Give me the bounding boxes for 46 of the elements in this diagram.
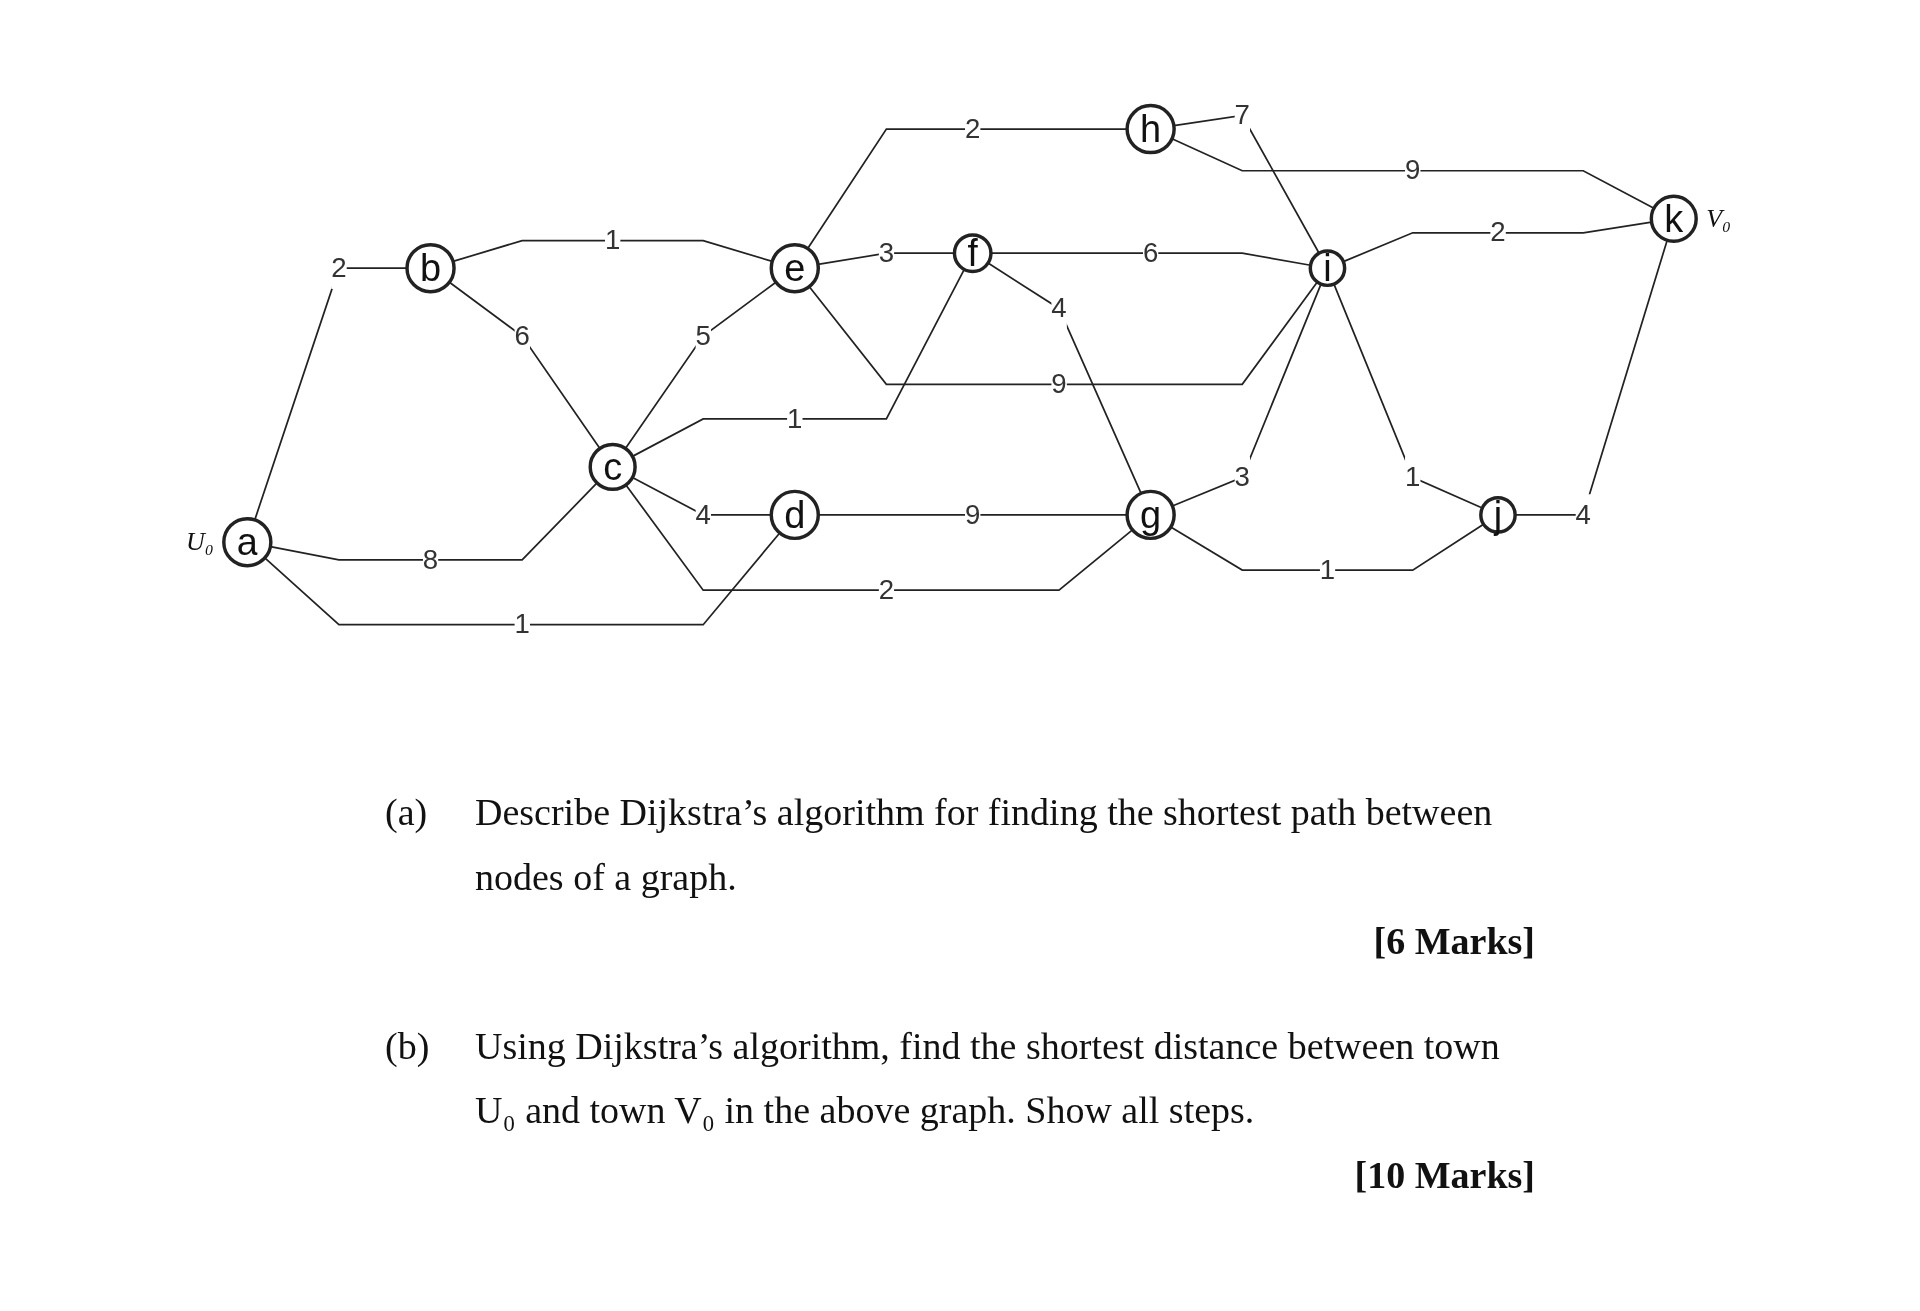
edge-label: 4 xyxy=(1575,499,1591,529)
edge-label: 9 xyxy=(1405,155,1421,185)
edge-label: 6 xyxy=(1142,237,1159,267)
connector xyxy=(1514,239,1669,516)
edge-label: 2 xyxy=(1490,217,1506,247)
question-text: Describe Dijkstra’s algorithm for finding the shortest path between nodes of a graph. xyxy=(475,791,1493,898)
node-circle: f xyxy=(952,233,993,274)
node-circle: a xyxy=(222,516,273,568)
question-text: Using Dijkstra’s algorithm, find the shortest distance between town U₀ and town V₀ in the above graph. Show all steps. xyxy=(475,1024,1500,1132)
edge-label: 1 xyxy=(604,224,621,255)
node-circle: h xyxy=(1125,103,1176,155)
edge-label: 2 xyxy=(878,574,895,604)
connector xyxy=(808,281,1319,386)
node-circle: b xyxy=(405,242,456,294)
edge-label: 1 xyxy=(1405,461,1421,491)
edge-label: 2 xyxy=(965,113,981,143)
edge-label: 9 xyxy=(965,499,981,529)
edge-label: 5 xyxy=(695,320,711,350)
question-number: (b) xyxy=(385,1023,431,1069)
edge-label: 3 xyxy=(878,237,895,267)
edge-label: 6 xyxy=(514,320,530,350)
question-number: (a) xyxy=(385,790,429,835)
edge-label: 3 xyxy=(1234,461,1250,491)
edge-label: 9 xyxy=(1051,368,1067,399)
node-circle: e xyxy=(769,242,821,294)
edge-label: 1 xyxy=(787,403,803,433)
edge-label: 1 xyxy=(514,609,530,639)
node-circle: i xyxy=(1308,249,1347,287)
node-circle: g xyxy=(1125,489,1176,540)
node-circle: j xyxy=(1479,495,1517,534)
marks-label: [6 Marks] xyxy=(1373,920,1535,963)
connector xyxy=(624,281,777,450)
edge-label: 4 xyxy=(695,499,711,529)
node-circle: k xyxy=(1649,194,1698,243)
connector xyxy=(625,484,1134,591)
node-circle: d xyxy=(769,489,821,540)
node-circle: c xyxy=(588,442,637,491)
edge-label: 7 xyxy=(1234,99,1250,130)
edge-label: 1 xyxy=(1319,554,1336,584)
node-caption: U₀ xyxy=(186,528,214,557)
edge-label: 8 xyxy=(422,544,439,574)
edge-label: 2 xyxy=(331,252,347,282)
marks-label: [10 Marks] xyxy=(1354,1153,1535,1196)
edge-label: 4 xyxy=(1051,292,1067,323)
node-caption: V₀ xyxy=(1706,204,1732,233)
connector xyxy=(448,281,601,450)
